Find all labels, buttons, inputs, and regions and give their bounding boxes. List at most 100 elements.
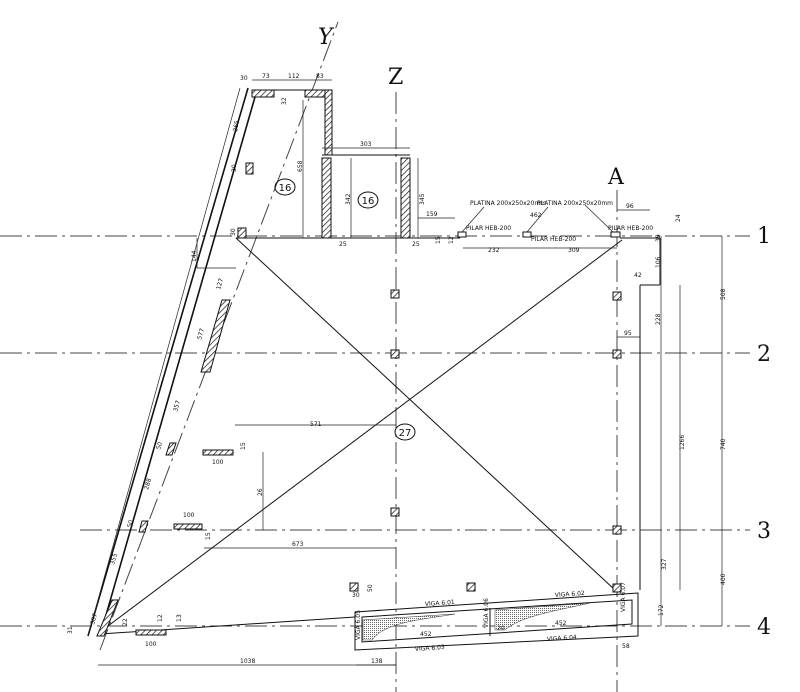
- dim-label: 309: [568, 247, 580, 254]
- dim-label: 30: [240, 75, 248, 82]
- dim-label: 355: [109, 552, 119, 565]
- dim-label: 26: [257, 488, 264, 496]
- axis-label-y: Y: [318, 25, 335, 50]
- axis-label-4: 4: [757, 615, 771, 640]
- dim-label: 39: [655, 234, 662, 242]
- dim-label: 357: [172, 399, 182, 412]
- note-viga: VIGA 6.07: [620, 582, 627, 612]
- viga-haunch-right: [494, 602, 591, 631]
- dim-label: 127: [215, 277, 225, 290]
- grid-axes: [0, 21, 750, 692]
- dim-label: 307: [89, 612, 99, 625]
- dim-label: 95: [624, 330, 632, 337]
- dim-label: 22: [122, 618, 129, 626]
- dim-label: 345: [419, 193, 426, 205]
- dim-label: 658: [297, 160, 304, 172]
- dim-label: 42: [634, 272, 642, 279]
- axis-label-a: A: [607, 165, 625, 190]
- dim-label: 30: [231, 164, 238, 172]
- dim-label: 30: [352, 592, 360, 599]
- dim-label: 159: [426, 211, 438, 218]
- dimension-lines: [87, 79, 723, 666]
- dim-label: 15: [435, 236, 442, 244]
- dim-label: 12: [157, 614, 164, 622]
- dim-label: 571: [310, 421, 322, 428]
- svg-text:27: 27: [399, 428, 412, 439]
- diagonal-1: [235, 237, 616, 591]
- marker-16b: 16: [357, 191, 379, 209]
- dim-label: 265: [232, 120, 241, 133]
- note-viga: VIGA 6.02: [555, 590, 585, 599]
- hatched-sections: [96, 89, 622, 637]
- dim-label: 12: [448, 236, 455, 244]
- dim-label: 73: [262, 73, 270, 80]
- marker-16a: 16: [274, 178, 296, 196]
- dim-label: 577: [196, 327, 206, 340]
- dim-label: 303: [360, 141, 372, 148]
- dim-label: 673: [292, 541, 304, 548]
- dim-label: 32: [281, 97, 288, 105]
- dim-label: 96: [626, 203, 634, 210]
- dim-label: 138: [371, 658, 383, 665]
- dim-label: 508: [720, 288, 727, 300]
- note-viga: VIGA 6.06: [483, 598, 490, 628]
- note-platina: PLATINA 200x250x20mm: [537, 200, 613, 207]
- dim-label: 106: [655, 256, 662, 268]
- dim-label: 400: [720, 573, 727, 585]
- dim-label: 172: [658, 604, 665, 616]
- dim-label: 342: [345, 193, 352, 205]
- note-pilar: PILAR HEB-200: [531, 236, 576, 243]
- dim-label: 452: [555, 620, 567, 627]
- dim-label: 50: [367, 584, 374, 592]
- dim-label: 327: [661, 558, 668, 570]
- note-platina: PLATINA 200x250x20mm: [470, 200, 546, 207]
- dim-label: 30: [230, 228, 237, 236]
- dim-label: 1266: [679, 435, 686, 450]
- dim-label: 144: [191, 250, 198, 262]
- dim-label: 740: [720, 438, 727, 450]
- beam-frame: [354, 592, 639, 651]
- dim-label: 462: [530, 212, 542, 219]
- dim-label: 58: [622, 643, 630, 650]
- dim-label: 25: [339, 241, 347, 248]
- note-viga: VIGA 6.04: [547, 634, 577, 643]
- dim-label: 50: [155, 441, 164, 450]
- dim-label: 228: [655, 313, 662, 325]
- note-viga: VIGA 6.05: [355, 610, 362, 640]
- axis-label-1: 1: [757, 224, 771, 249]
- dim-label: 25: [412, 241, 420, 248]
- axis-label-2: 2: [757, 342, 771, 367]
- diagonal-2: [99, 239, 623, 633]
- marker-27: 27: [394, 423, 416, 441]
- structure-outline: [87, 87, 661, 651]
- dim-label: 50: [126, 519, 135, 528]
- note-pilar: PILAR HEB-200: [466, 225, 511, 232]
- annotations: PLATINA 200x250x20mm PLATINA 200x250x20m…: [355, 200, 653, 653]
- dim-label: 288: [143, 477, 153, 490]
- dim-label: 13: [176, 614, 183, 622]
- dim-label: 31: [67, 626, 74, 634]
- svg-text:16: 16: [279, 183, 292, 194]
- axis-label-3: 3: [757, 519, 771, 544]
- beam-inner: [361, 599, 633, 643]
- dim-label: 15: [205, 532, 212, 540]
- dim-label: 112: [288, 73, 300, 80]
- dimension-labels: 73 112 83 30 32 265 30 30 658 303 342 34…: [67, 73, 727, 665]
- note-viga: VIGA 6.03: [415, 644, 445, 653]
- dim-label: 83: [316, 73, 324, 80]
- dim-label: 100: [183, 512, 195, 519]
- dim-label: 24: [675, 214, 682, 222]
- axis-label-z: Z: [388, 65, 403, 90]
- svg-text:16: 16: [362, 196, 375, 207]
- viga-haunch-left: [362, 613, 456, 641]
- dim-label: 452: [420, 631, 432, 638]
- dim-label: 232: [488, 247, 500, 254]
- dim-label: 100: [212, 459, 224, 466]
- dim-label: 100: [145, 641, 157, 648]
- dim-label: 1038: [240, 658, 255, 665]
- note-pilar: PILAR HEB-200: [608, 225, 653, 232]
- note-viga: VIGA 6.01: [425, 599, 455, 608]
- dim-label: 20: [497, 625, 505, 632]
